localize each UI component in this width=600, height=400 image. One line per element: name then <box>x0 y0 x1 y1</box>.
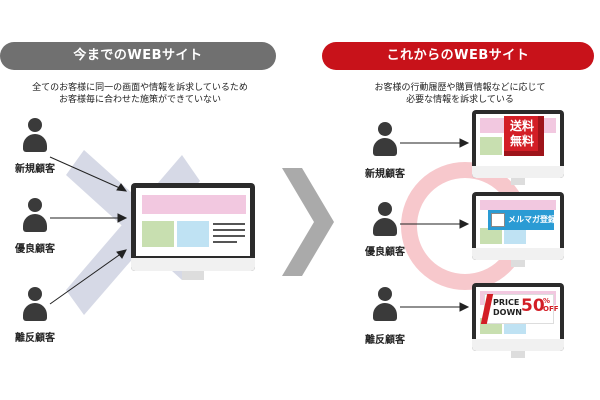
screen-text-line <box>213 223 245 225</box>
right-customer-churned-label: 離反顧客 <box>365 335 405 346</box>
free-shipping-badge <box>504 116 544 156</box>
screen-green-block <box>480 137 502 155</box>
down-label: DOWN <box>493 308 522 317</box>
right-arrows <box>400 138 470 312</box>
free-shipping-line-2: 無料 <box>509 134 534 148</box>
free-shipping-line-1: 送料 <box>509 119 534 133</box>
left-customer-churned-label: 離反顧客 <box>15 333 55 344</box>
monitor-stand <box>511 260 525 267</box>
right-desc-line-2: 必要な情報を訴求している <box>406 95 514 105</box>
right-description: お客様の行動履歴や購買情報などに応じて 必要な情報を訴求している <box>330 82 590 106</box>
right-customer-new-label: 新規顧客 <box>365 169 405 180</box>
center-arrow <box>282 168 334 276</box>
off-label: OFF <box>543 305 559 313</box>
discount-suffix: % OFF <box>543 297 559 313</box>
screen-banner-block <box>480 200 556 210</box>
monitor-chin <box>472 166 564 178</box>
person-icon <box>372 202 398 236</box>
person-icon <box>22 198 48 232</box>
left-customer-new-label: 新規顧客 <box>15 164 55 175</box>
left-customer-loyal-label: 優良顧客 <box>15 244 55 255</box>
person-icon <box>22 118 48 152</box>
price-down-banner <box>484 294 554 324</box>
envelope-icon <box>491 213 505 227</box>
price-label: PRICE <box>493 298 520 307</box>
newsletter-text: メルマガ登録 <box>508 215 556 224</box>
right-customer-loyal-label: 優良顧客 <box>365 247 405 258</box>
monitor-stand <box>182 271 204 280</box>
discount-number: 50 <box>521 296 545 316</box>
left-header: 今までのWEBサイト <box>0 42 276 70</box>
screen-text-line <box>213 229 245 231</box>
screen-green-block <box>142 221 174 247</box>
left-desc-line-2: お客様毎に合わせた施策ができていない <box>58 95 221 105</box>
person-icon <box>372 122 398 156</box>
monitor-chin <box>472 339 564 351</box>
screen-blue-block <box>177 221 209 247</box>
monitor-stand <box>511 178 525 185</box>
screen-text-line <box>213 241 237 243</box>
person-icon <box>372 287 398 321</box>
right-header: これからのWEBサイト <box>322 42 594 70</box>
left-description: 全てのお客様に同一の画面や情報を訴求しているため お客様毎に合わせた施策ができて… <box>0 82 280 106</box>
free-shipping-text: 送料 無料 <box>504 119 540 149</box>
left-desc-line-1: 全てのお客様に同一の画面や情報を訴求しているため <box>32 83 248 93</box>
screen-text-line <box>213 235 245 237</box>
person-icon <box>22 287 48 321</box>
screen-blue-block <box>504 228 526 244</box>
screen-banner-block <box>142 195 246 214</box>
right-desc-line-1: お客様の行動履歴や購買情報などに応じて <box>374 83 546 93</box>
monitor-chin <box>472 248 564 260</box>
percent-sign: % <box>543 297 551 305</box>
monitor-stand <box>511 351 525 358</box>
price-down-text: PRICE DOWN <box>493 298 522 318</box>
screen-green-block <box>480 228 502 244</box>
monitor-chin <box>131 258 255 271</box>
left-arrows <box>49 156 128 305</box>
